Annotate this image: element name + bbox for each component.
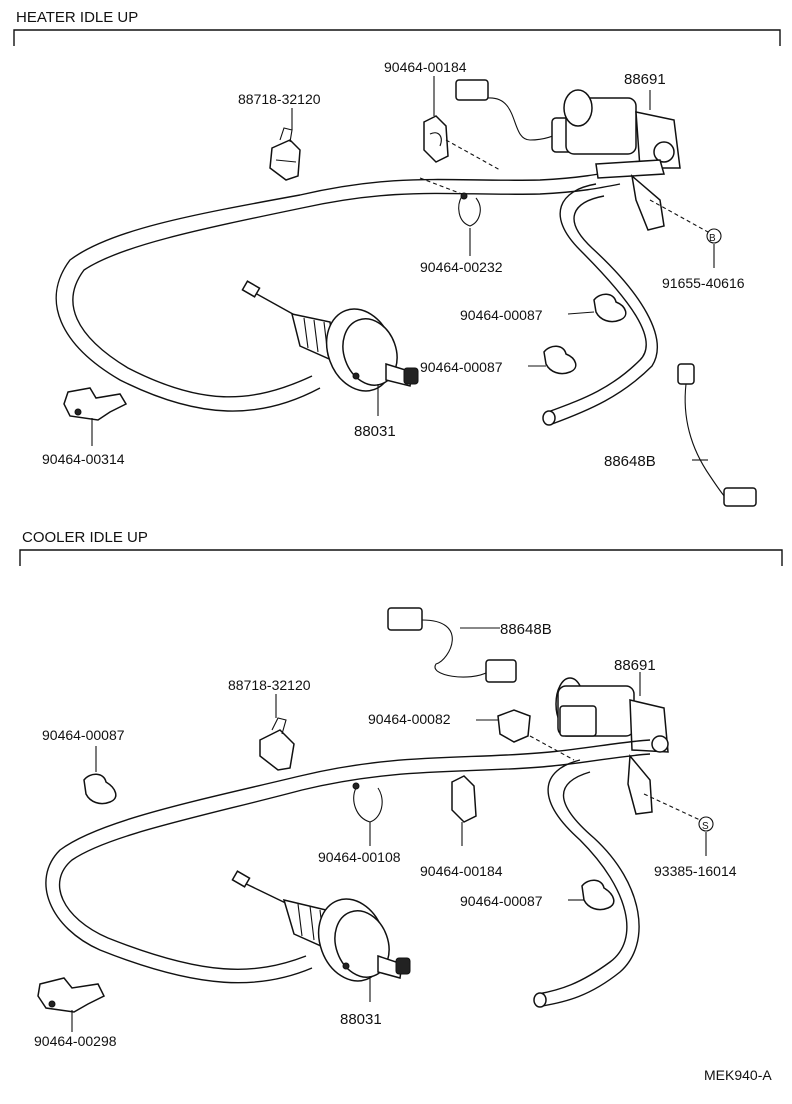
label-cooler-88718: 88718-32120 <box>228 677 311 693</box>
label-heater-087a: 90464-00087 <box>460 307 543 323</box>
label-cooler-88691: 88691 <box>614 657 656 674</box>
heater-section-title: HEATER IDLE UP <box>16 9 138 26</box>
heater-clip-90464-00087-a <box>593 293 627 323</box>
cooler-bolt-marker-s <box>698 816 714 832</box>
drawing-code: MEK940-A <box>704 1067 772 1083</box>
label-cooler-087b: 90464-00087 <box>460 893 543 909</box>
label-cooler-88031: 88031 <box>340 1011 382 1028</box>
cooler-bolt-letter: S <box>702 821 709 832</box>
cooler-bracket-88718 <box>259 717 295 771</box>
label-heater-91655: 91655-40616 <box>662 275 745 291</box>
cooler-actuator-88031 <box>231 870 411 982</box>
label-heater-88031: 88031 <box>354 423 396 440</box>
label-cooler-087a: 90464-00087 <box>42 727 125 743</box>
cooler-section-title: COOLER IDLE UP <box>22 529 148 546</box>
cooler-clip-90464-00184 <box>451 775 477 823</box>
label-cooler-108: 90464-00108 <box>318 849 401 865</box>
heater-vacuum-hose <box>55 169 658 426</box>
label-cooler-184: 90464-00184 <box>420 863 503 879</box>
label-heater-88718: 88718-32120 <box>238 91 321 107</box>
cooler-clip-90464-00087-b <box>581 879 615 911</box>
label-heater-087b: 90464-00087 <box>420 359 503 375</box>
heater-actuator-88031 <box>241 280 419 392</box>
cooler-wire-88648b <box>387 607 517 683</box>
label-cooler-88648: 88648B <box>500 621 552 638</box>
cooler-section-bracket <box>19 549 783 566</box>
cooler-clip-90464-00082 <box>497 709 531 743</box>
heater-wire-88648b <box>677 363 757 507</box>
cooler-dash-082 <box>529 735 575 761</box>
heater-bracket-88718 <box>269 127 301 181</box>
label-heater-232: 90464-00232 <box>420 259 503 275</box>
heater-dash-184 <box>445 139 501 171</box>
label-cooler-298: 90464-00298 <box>34 1033 117 1049</box>
cooler-clip-90464-00087-a <box>83 773 117 805</box>
label-heater-88691: 88691 <box>624 71 666 88</box>
heater-clip-90464-00232 <box>458 192 481 227</box>
cooler-dash-bolt <box>643 793 701 821</box>
cooler-vacuum-hose <box>45 739 651 1008</box>
heater-bolt-letter: B <box>709 233 716 244</box>
label-heater-88648: 88648B <box>604 453 656 470</box>
heater-dash-232 <box>419 177 463 195</box>
leader-heater-087a <box>567 311 595 315</box>
label-cooler-082: 90464-00082 <box>368 711 451 727</box>
label-heater-184: 90464-00184 <box>384 59 467 75</box>
heater-clip-90464-00184 <box>423 115 449 163</box>
heater-bolt-marker-b <box>706 228 722 244</box>
heater-clip-90464-00314 <box>63 387 128 421</box>
cooler-clip-90464-00108 <box>352 782 383 823</box>
label-cooler-93385: 93385-16014 <box>654 863 737 879</box>
heater-vsv-88691 <box>455 79 681 231</box>
cooler-clip-90464-00298 <box>37 977 106 1013</box>
label-heater-314: 90464-00314 <box>42 451 125 467</box>
heater-clip-90464-00087-b <box>543 345 577 375</box>
heater-section-bracket <box>13 29 781 46</box>
cooler-vsv-88691 <box>555 677 669 815</box>
